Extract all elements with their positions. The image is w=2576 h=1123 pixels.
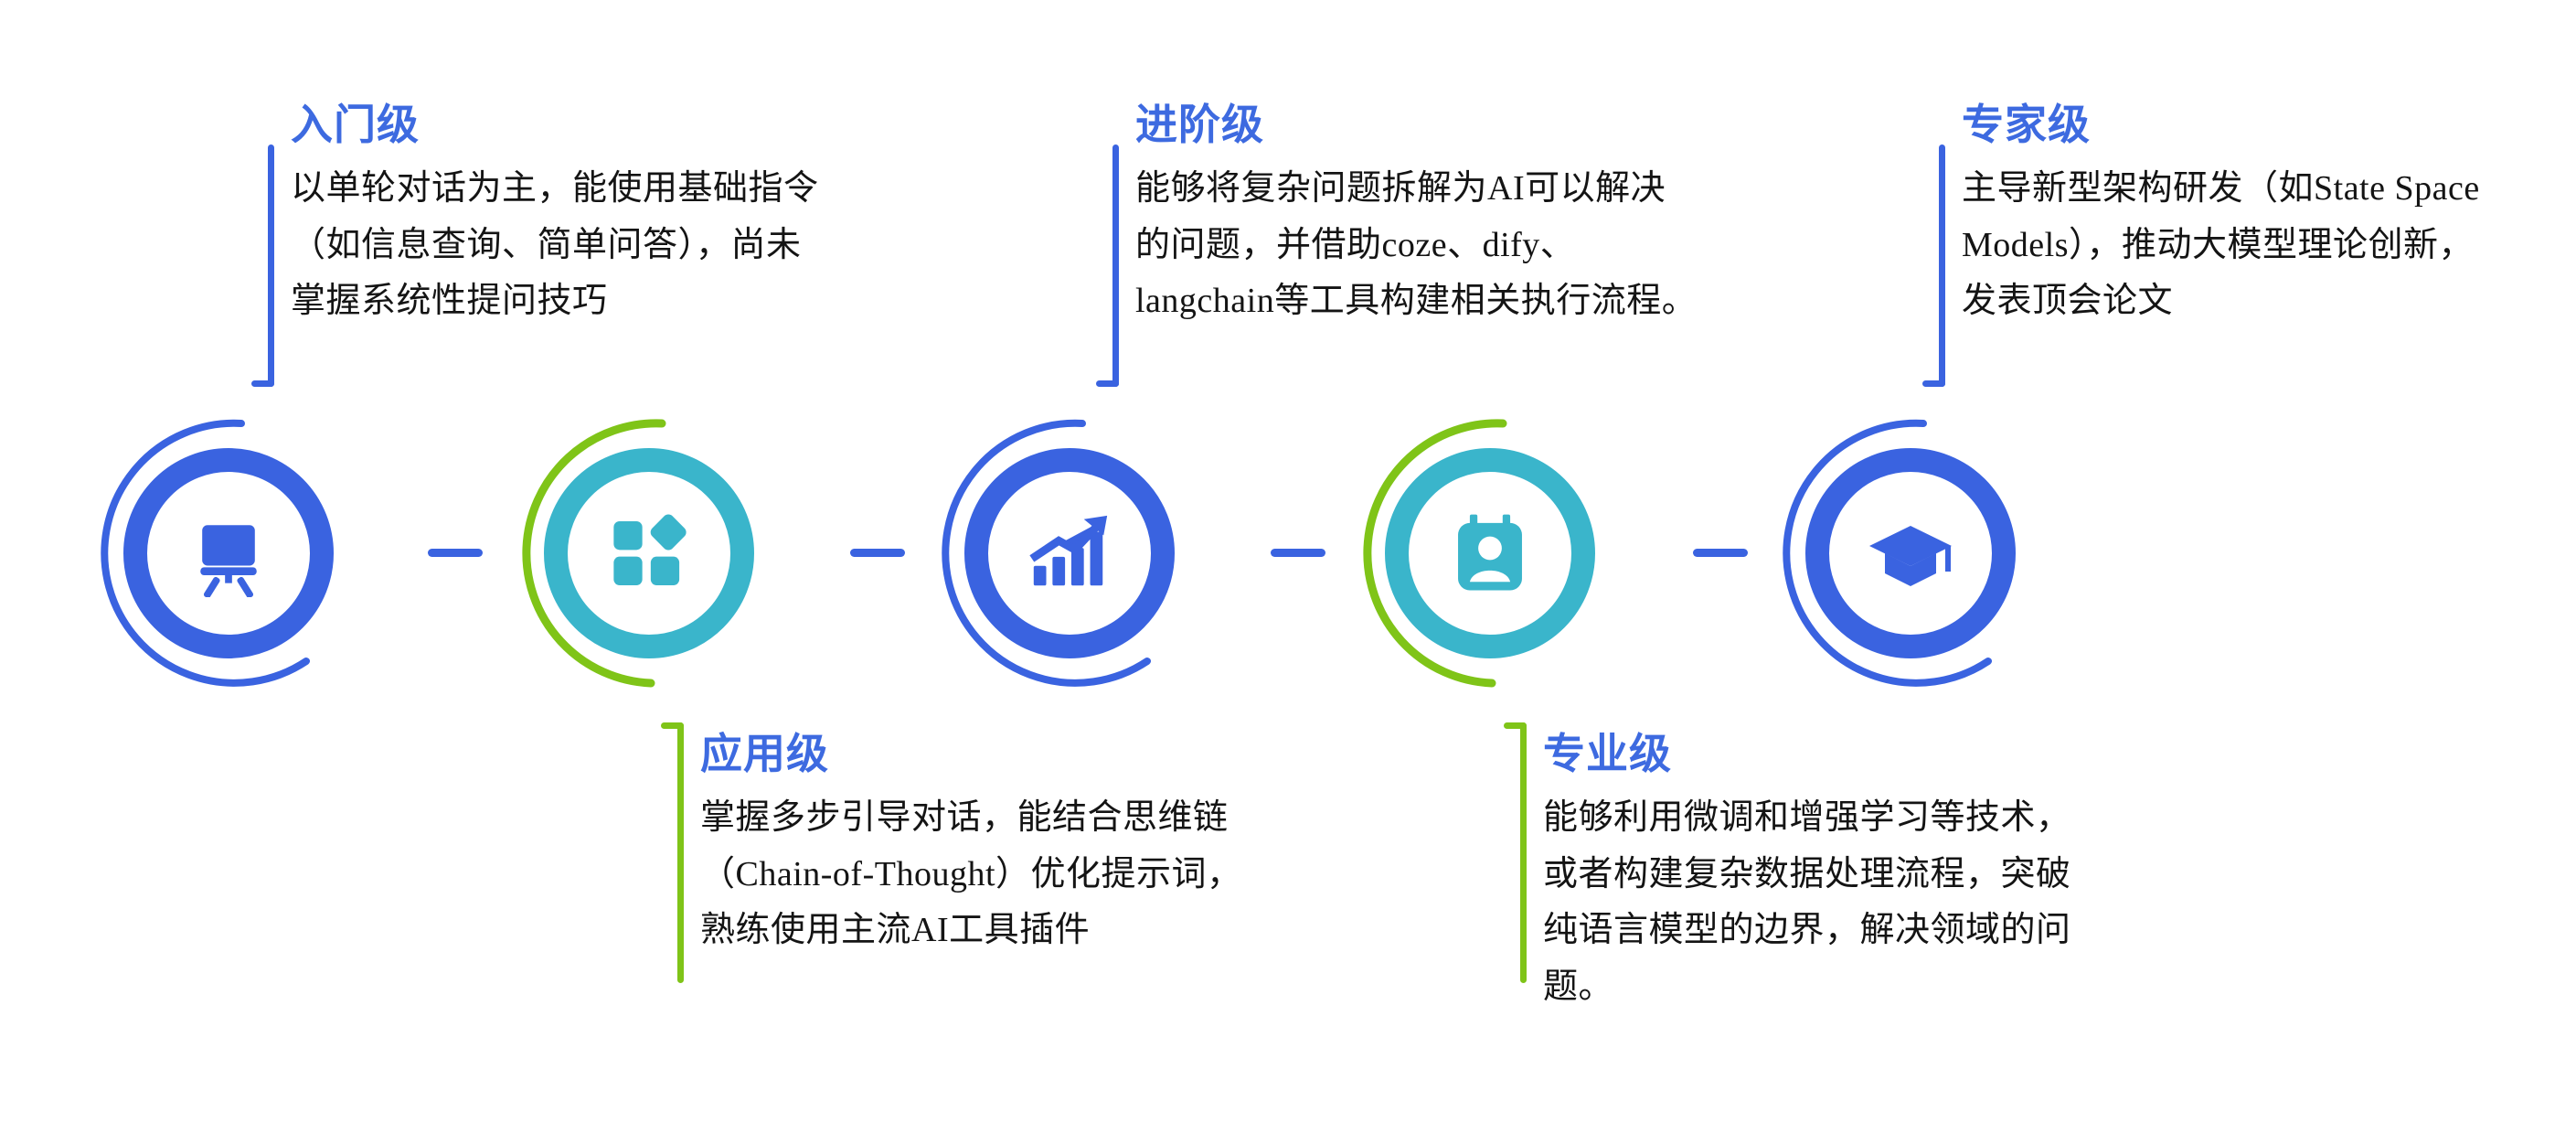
connector-vertical — [1112, 144, 1119, 387]
growth-chart-icon — [964, 448, 1175, 658]
connector-foot — [1922, 380, 1945, 387]
connector-foot — [661, 722, 684, 729]
connector-foot — [1504, 722, 1527, 729]
graduation-cap-icon — [1805, 448, 2016, 658]
connector-application — [661, 722, 707, 983]
connector-vertical — [1939, 144, 1945, 387]
stage-title-advanced: 进阶级 — [1135, 101, 1264, 148]
connector-professional — [1504, 722, 1549, 983]
node-link-dash — [1271, 549, 1325, 557]
node-link-dash — [850, 549, 905, 557]
stage-title-application: 应用级 — [700, 730, 829, 777]
stage-body-professional: 能够利用微调和增强学习等技术， 或者构建复杂数据处理流程，突破 纯语言模型的边界… — [1543, 798, 2071, 1006]
stage-text-block-advanced: 进阶级 能够将复杂问题拆解为AI可以解决 的问题，并借助coze、dify、 l… — [1135, 102, 1775, 330]
id-badge-person-icon — [1385, 448, 1595, 658]
stage-node-entry[interactable] — [91, 416, 366, 690]
node-link-dash — [1693, 549, 1748, 557]
stage-node-advanced[interactable] — [932, 416, 1207, 690]
node-link-dash — [428, 549, 483, 557]
stage-title-expert: 专家级 — [1962, 101, 2091, 148]
connector-vertical — [268, 144, 274, 387]
connector-foot — [251, 380, 274, 387]
connector-vertical — [677, 722, 684, 983]
stage-body-application: 掌握多步引导对话，能结合思维链 （Chain-of-Thought）优化提示词，… — [700, 798, 1242, 950]
stage-title-entry: 入门级 — [291, 101, 420, 148]
presentation-board-icon — [123, 448, 334, 658]
connector-entry — [251, 144, 297, 387]
stage-text-block-application: 应用级 掌握多步引导对话，能结合思维链 （Chain-of-Thought）优化… — [700, 732, 1358, 959]
stage-body-entry: 以单轮对话为主，能使用基础指令 （如信息查询、简单问答），尚未 掌握系统性提问技… — [291, 169, 819, 321]
connector-foot — [1096, 380, 1119, 387]
stage-text-block-professional: 专业级 能够利用微调和增强学习等技术， 或者构建复杂数据处理流程，突破 纯语言模… — [1543, 732, 2183, 1015]
stage-body-advanced: 能够将复杂问题拆解为AI可以解决 的问题，并借助coze、dify、 langc… — [1135, 169, 1698, 321]
stage-node-expert[interactable] — [1773, 416, 2048, 690]
stage-text-block-expert: 专家级 主导新型架构研发（如State Space Models），推动大模型理… — [1962, 102, 2576, 330]
stage-node-application[interactable] — [512, 416, 786, 690]
grid-blocks-icon — [544, 448, 754, 658]
connector-vertical — [1520, 722, 1527, 983]
stage-text-block-entry: 入门级 以单轮对话为主，能使用基础指令 （如信息查询、简单问答），尚未 掌握系统… — [291, 102, 931, 330]
connector-expert — [1922, 144, 1968, 387]
stage-body-expert: 主导新型架构研发（如State Space Models），推动大模型理论创新，… — [1962, 169, 2480, 321]
stage-node-professional[interactable] — [1353, 416, 1627, 690]
connector-advanced — [1096, 144, 1142, 387]
stage-title-professional: 专业级 — [1543, 730, 1672, 777]
